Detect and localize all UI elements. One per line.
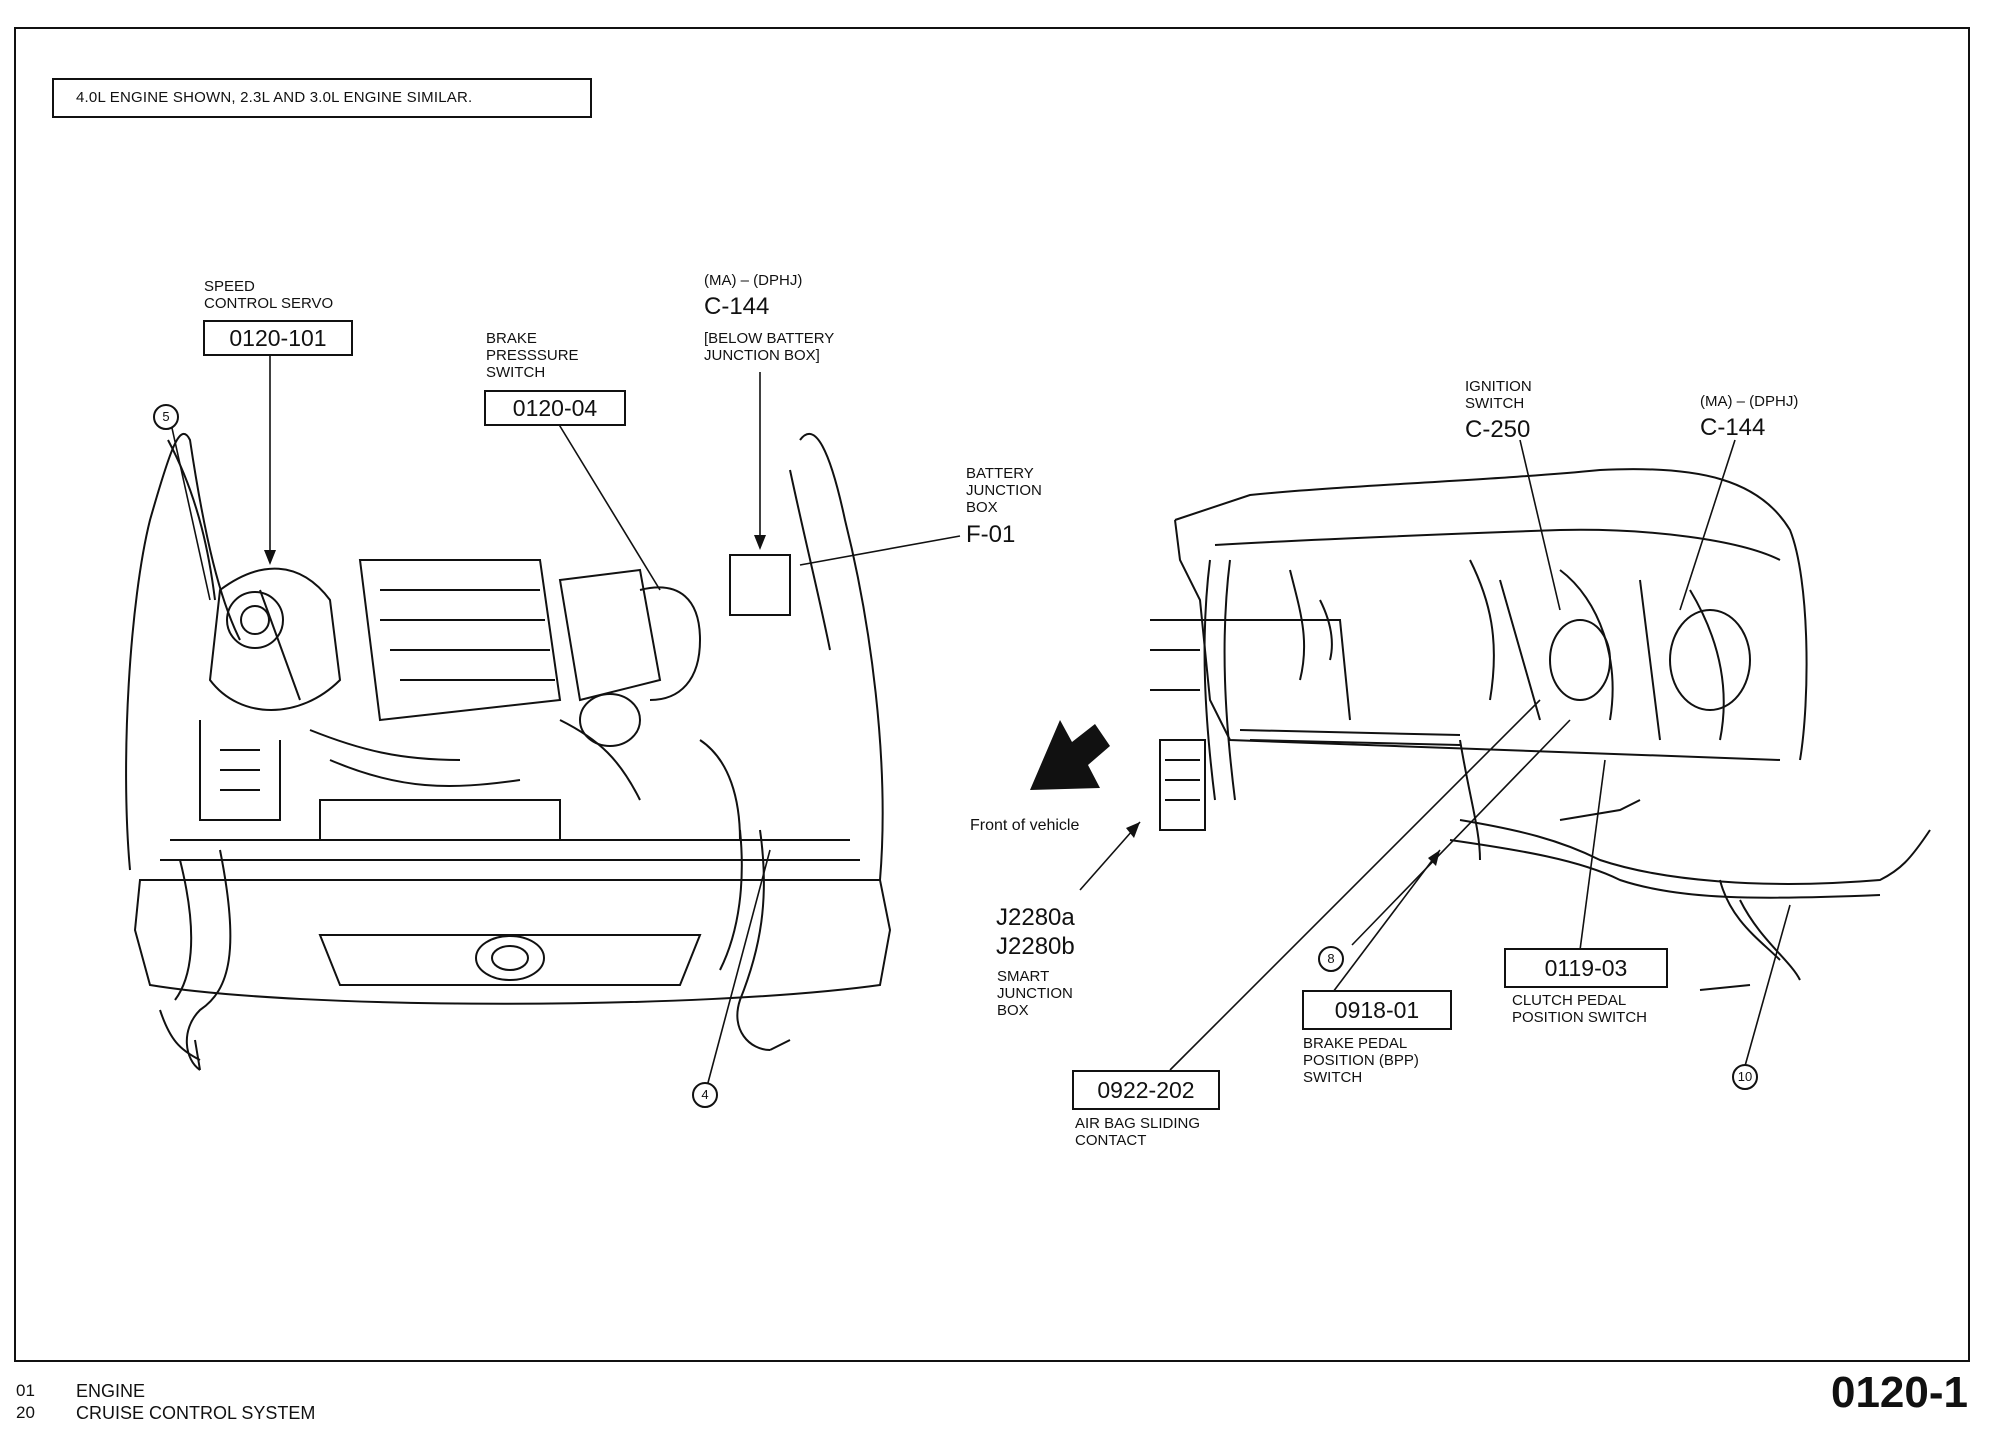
airbag-label: AIR BAG SLIDING CONTACT	[1075, 1115, 1201, 1149]
callout-5[interactable]: 5	[153, 404, 179, 430]
c144-right-code[interactable]: C-144	[1700, 414, 1766, 441]
bpp-code[interactable]: 0918-01	[1302, 990, 1452, 1030]
brake-pressure-code[interactable]: 0120-04	[484, 390, 626, 426]
ignition-code[interactable]: C-250	[1465, 416, 1531, 443]
footer-section-text: ENGINE	[76, 1381, 146, 1401]
bpp-label: BRAKE PEDAL POSITION (BPP) SWITCH	[1303, 1035, 1419, 1086]
callout-4[interactable]: 4	[692, 1082, 718, 1108]
battery-jb-code[interactable]: F-01	[966, 521, 1016, 548]
smart-jb-code-a[interactable]: J2280a	[996, 904, 1075, 931]
c144-left-code[interactable]: C-144	[704, 293, 770, 320]
engine-note: 4.0L ENGINE SHOWN, 2.3L AND 3.0L ENGINE …	[52, 78, 592, 118]
leader-arrows	[264, 535, 1440, 866]
right-tick	[1968, 1290, 1970, 1362]
smart-jb-label: SMART JUNCTION BOX	[997, 968, 1073, 1019]
brake-pressure-label: BRAKE PRESSSURE SWITCH	[486, 330, 579, 381]
callout-10[interactable]: 10	[1732, 1064, 1758, 1090]
battery-jb-label: BATTERY JUNCTION BOX	[966, 465, 1042, 516]
clutch-label: CLUTCH PEDAL POSITION SWITCH	[1512, 992, 1647, 1026]
engine-bay-drawing	[125, 433, 892, 1071]
leader-lines	[171, 355, 1791, 1095]
ignition-label: IGNITION SWITCH	[1465, 378, 1532, 412]
page-id: 0120-1	[1830, 1368, 1968, 1417]
front-of-vehicle-label: Front of vehicle	[970, 817, 1080, 834]
c144-left-variant: (MA) – (DPHJ)	[704, 272, 803, 289]
diagram-frame	[14, 27, 1970, 1362]
speed-servo-label: SPEED CONTROL SERVO	[204, 278, 334, 312]
speed-servo-code[interactable]: 0120-101	[203, 320, 353, 356]
airbag-code[interactable]: 0922-202	[1072, 1070, 1220, 1110]
footer-subsection-text: CRUISE CONTROL SYSTEM	[76, 1403, 316, 1423]
smart-jb-code-b[interactable]: J2280b	[996, 933, 1075, 960]
front-arrow	[1030, 720, 1110, 790]
clutch-code[interactable]: 0119-03	[1504, 948, 1668, 988]
left-tick	[14, 1290, 16, 1362]
c144-left-location: [BELOW BATTERY JUNCTION BOX]	[704, 330, 835, 364]
callout-8[interactable]: 8	[1318, 946, 1344, 972]
dashboard-drawing	[1150, 468, 1931, 991]
footer-section-num: 01	[16, 1381, 35, 1400]
c144-right-variant: (MA) – (DPHJ)	[1700, 393, 1799, 410]
footer-subsection-num: 20	[16, 1403, 35, 1422]
